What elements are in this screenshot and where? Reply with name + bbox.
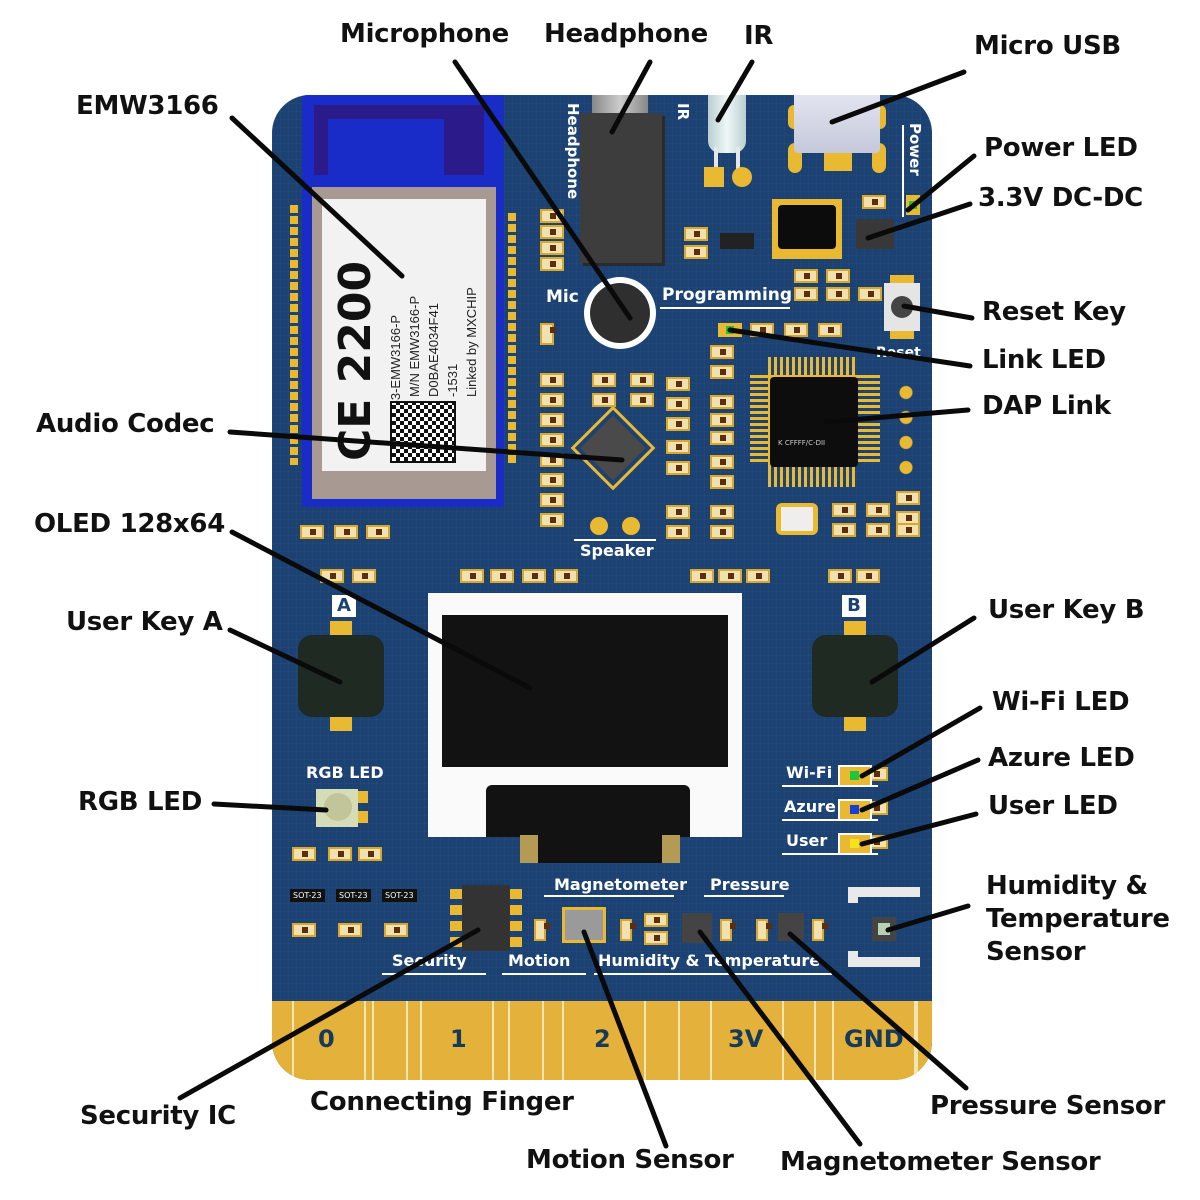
- silk-motion: Motion: [508, 951, 571, 970]
- wifi-led: [838, 765, 872, 787]
- audio-codec-chip: [580, 415, 646, 481]
- rgb-led: [316, 789, 368, 827]
- headphone-jack: [580, 95, 662, 263]
- callout-micro-usb: Micro USB: [974, 31, 1121, 61]
- silk-speaker: Speaker: [580, 541, 654, 560]
- sot23-chip: [720, 233, 754, 249]
- callout-azure-led: Azure LED: [988, 743, 1135, 773]
- finger-label-2: 2: [594, 1025, 611, 1053]
- wifi-led-light: [850, 771, 859, 780]
- callout-audio-codec: Audio Codec: [36, 409, 215, 439]
- oled-display: [428, 593, 742, 837]
- silk-key-a: A: [332, 595, 356, 617]
- silk-sot23-2: SOT-23: [336, 889, 371, 902]
- callout-connecting-finger: Connecting Finger: [310, 1087, 574, 1117]
- silk-pressure: Pressure: [710, 875, 790, 894]
- silk-ir: IR: [674, 103, 692, 121]
- user-led: [838, 833, 872, 855]
- silk-magnetometer: Magnetometer: [554, 875, 687, 894]
- silk-power: Power: [906, 123, 924, 176]
- callout-dcdc: 3.3V DC-DC: [978, 183, 1143, 213]
- security-ic-chip: [450, 885, 522, 951]
- humidity-temp-sensor-chip: [872, 917, 896, 941]
- crystal: [776, 503, 818, 535]
- header-holes: [898, 380, 914, 480]
- dap-chip-marking: K CFFFF/C-DII: [778, 439, 826, 447]
- silk-user: User: [786, 831, 828, 850]
- azure-led: [838, 799, 872, 821]
- callout-magnetometer-sensor: Magnetometer Sensor: [780, 1147, 1101, 1177]
- link-led-light: [726, 326, 734, 334]
- link-led: [718, 323, 742, 337]
- finger-label-gnd: GND: [844, 1025, 904, 1053]
- module-label: CE 2200 FCC ID P53-EMW3166-P M/N EMW3166…: [322, 199, 486, 471]
- callout-wifi-led: Wi-Fi LED: [992, 687, 1130, 717]
- module-pads-right: [508, 213, 516, 463]
- silk-security: Security: [392, 951, 467, 970]
- ir-led: [704, 95, 752, 187]
- module-pads-left: [290, 205, 298, 465]
- callout-ir: IR: [744, 21, 774, 51]
- azure-led-light: [850, 805, 859, 814]
- silk-rgb-led: RGB LED: [306, 763, 384, 782]
- silk-mic: Mic: [546, 287, 579, 307]
- callout-link-led: Link LED: [982, 345, 1106, 375]
- power-led: [906, 195, 920, 215]
- microphone: [584, 277, 656, 349]
- module-vendor: Linked by MXCHIP: [464, 287, 479, 397]
- user-key-a-button[interactable]: [296, 621, 386, 731]
- qr-code-icon: [390, 401, 456, 463]
- user-key-b-button[interactable]: [810, 621, 900, 731]
- ce-mark: CE 2200: [330, 260, 381, 461]
- finger-label-0: 0: [318, 1025, 335, 1053]
- callout-humidity-temp-sensor: Humidity & Temperature Sensor: [986, 871, 1170, 967]
- silk-azure: Azure: [784, 797, 836, 816]
- callout-user-key-a: User Key A: [66, 607, 223, 637]
- silk-wifi: Wi-Fi: [786, 763, 833, 782]
- callout-motion-sensor: Motion Sensor: [526, 1145, 734, 1175]
- callout-oled: OLED 128x64: [34, 509, 225, 539]
- power-led-light: [909, 201, 917, 209]
- callout-emw3166: EMW3166: [76, 91, 219, 121]
- callout-headphone: Headphone: [544, 19, 708, 49]
- silk-humidity-temp: Humidity & Temperature: [598, 951, 821, 970]
- callout-power-led: Power LED: [984, 133, 1138, 163]
- silk-sot23-3: SOT-23: [382, 889, 417, 902]
- user-led-light: [850, 839, 859, 848]
- speaker-pad-2: [622, 517, 640, 535]
- silk-key-b: B: [842, 595, 866, 617]
- silk-reset: Reset: [876, 345, 921, 361]
- oled-screen: [442, 615, 728, 767]
- finger-label-3v: 3V: [728, 1025, 764, 1053]
- pressure-sensor-chip: [778, 913, 804, 941]
- callout-pressure-sensor: Pressure Sensor: [930, 1091, 1166, 1121]
- oled-flex-cable: [520, 835, 680, 863]
- silk-sot23-1: SOT-23: [290, 889, 325, 902]
- finger-label-1: 1: [450, 1025, 467, 1053]
- reset-button[interactable]: [884, 275, 920, 339]
- callout-rgb-led: RGB LED: [78, 787, 203, 817]
- dcdc-regulator: [856, 219, 894, 249]
- callout-reset-key: Reset Key: [982, 297, 1126, 327]
- inductor: [772, 199, 842, 259]
- dap-link-mcu: K CFFFF/C-DII: [750, 357, 880, 487]
- silk-headphone: Headphone: [564, 103, 582, 200]
- magnetometer-chip: [682, 913, 712, 943]
- micro-usb-connector: [788, 95, 886, 183]
- silk-programming: Programming: [662, 285, 793, 305]
- callout-microphone: Microphone: [340, 19, 510, 49]
- speaker-pad-1: [590, 517, 608, 535]
- emw3166-module: CE 2200 FCC ID P53-EMW3166-P M/N EMW3166…: [302, 95, 504, 507]
- callout-security-ic: Security IC: [80, 1101, 236, 1131]
- callout-dap-link: DAP Link: [982, 391, 1111, 421]
- motion-sensor-chip: [562, 907, 606, 943]
- callout-user-key-b: User Key B: [988, 595, 1145, 625]
- callout-user-led: User LED: [988, 791, 1118, 821]
- pcb-board: CE 2200 FCC ID P53-EMW3166-P M/N EMW3166…: [272, 95, 932, 1080]
